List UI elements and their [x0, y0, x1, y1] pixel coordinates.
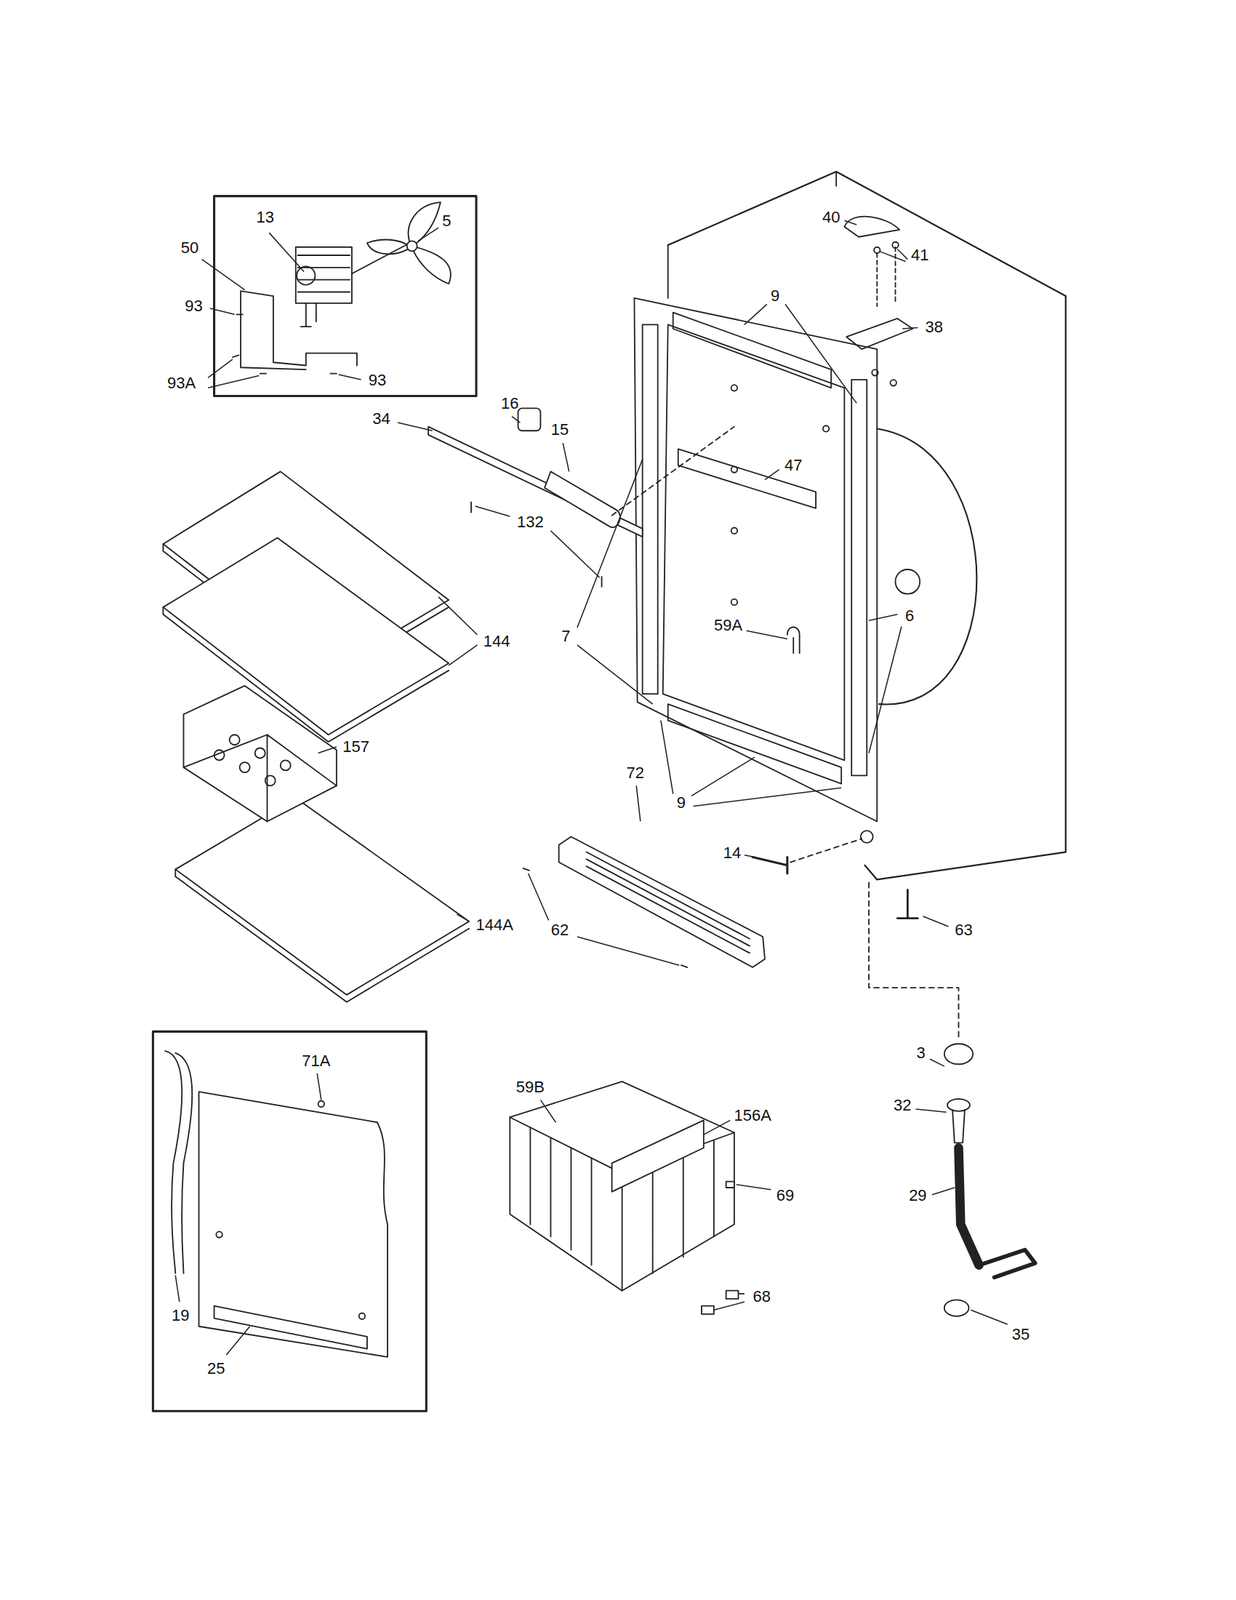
callout-number: 50 — [181, 239, 199, 256]
callout-number: 71A — [301, 1052, 331, 1069]
callout-number: 32 — [893, 1097, 912, 1114]
callout-number: 72 — [626, 764, 645, 781]
callout-number: 69 — [776, 1187, 794, 1204]
callout-number: 40 — [822, 209, 840, 226]
callout-number: 14 — [723, 844, 741, 861]
callout-number: 93 — [368, 372, 387, 389]
callout-number: 15 — [551, 421, 569, 438]
callout-number: 63 — [954, 921, 973, 938]
callout-number: 93A — [167, 375, 196, 392]
callout-number: 7 — [561, 628, 571, 645]
callout-number: 144A — [476, 916, 514, 933]
callout-number: 156A — [733, 1107, 771, 1124]
callout-number: 59B — [516, 1078, 545, 1095]
callout-number: 3 — [916, 1044, 925, 1061]
callout-number: 132 — [516, 514, 544, 531]
callout-number: 25 — [207, 1360, 225, 1377]
callout-number: 6 — [905, 607, 914, 624]
callout-number: 157 — [342, 738, 370, 755]
callout-number: 5 — [442, 213, 451, 230]
callout-number: 29 — [908, 1187, 927, 1204]
callout-number: 13 — [255, 209, 274, 226]
callout-number: 35 — [1012, 1326, 1030, 1343]
callout-number: 47 — [784, 457, 802, 474]
callout-number: 9 — [676, 794, 686, 811]
callout-number: 19 — [171, 1307, 190, 1324]
callout-number: 34 — [372, 410, 390, 427]
callout-number: 38 — [925, 319, 943, 336]
callout-number: 144 — [483, 633, 511, 650]
callout-number: 41 — [911, 247, 929, 264]
callout-number: 68 — [753, 1288, 771, 1305]
callout-number: 9 — [770, 287, 780, 304]
callout-number: 93 — [184, 298, 203, 315]
callout-number: 62 — [551, 921, 569, 938]
callout-number: 16 — [500, 395, 519, 412]
callout-number: 59A — [713, 617, 743, 634]
